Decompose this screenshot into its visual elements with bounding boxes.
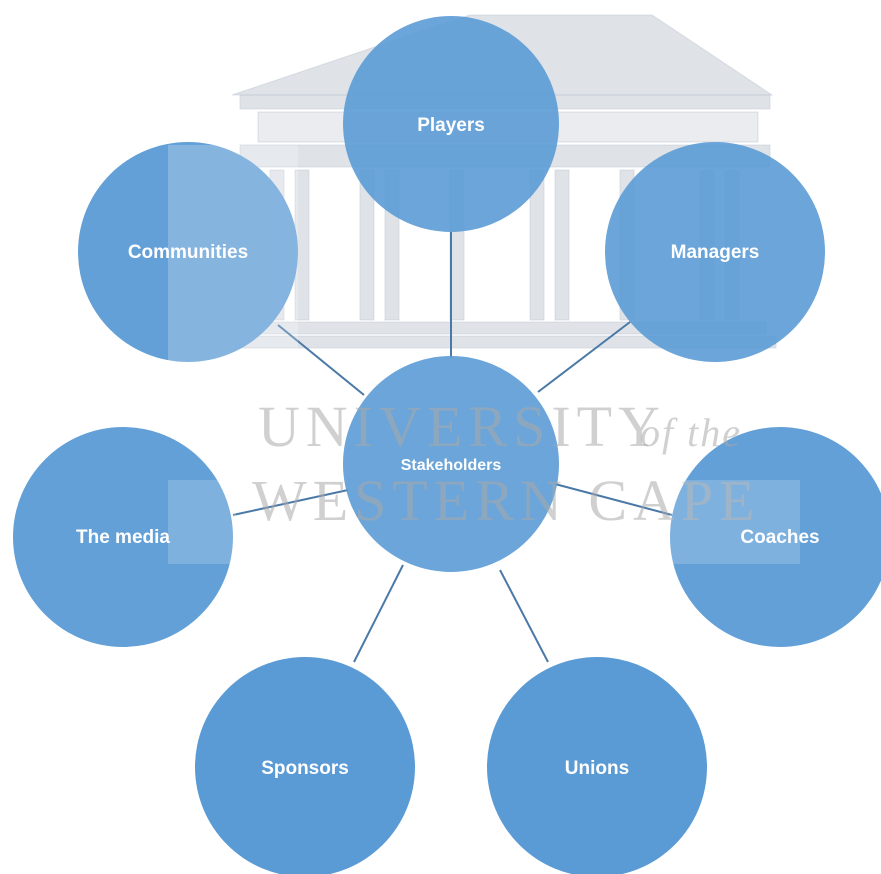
connector-sponsors xyxy=(353,564,404,663)
node-unions: Unions xyxy=(487,657,707,874)
watermark-overlay-panels xyxy=(168,145,800,564)
node-label-stakeholders: Stakeholders xyxy=(401,457,502,474)
watermark-line1-main: UNIVERSITY xyxy=(258,394,666,459)
node-label-the-media: The media xyxy=(76,527,170,548)
node-label-players: Players xyxy=(417,115,485,136)
node-communities: Communities xyxy=(78,142,298,362)
node-label-sponsors: Sponsors xyxy=(261,758,349,779)
node-the-media: The media xyxy=(13,427,233,647)
node-coaches: Coaches xyxy=(670,427,881,647)
connector-communities xyxy=(277,324,365,396)
connector-unions xyxy=(499,569,549,663)
node-label-communities: Communities xyxy=(128,242,248,263)
watermark-line2: WESTERN CAPE xyxy=(252,468,761,533)
connector-coaches xyxy=(554,483,673,516)
connector-the-media xyxy=(232,489,349,516)
node-label-unions: Unions xyxy=(565,758,629,779)
node-sponsors: Sponsors xyxy=(195,657,415,874)
watermark-text: UNIVERSITY of the WESTERN CAPE xyxy=(252,394,761,533)
connector-managers xyxy=(537,321,631,393)
node-label-managers: Managers xyxy=(671,242,760,263)
node-stakeholders: Stakeholders xyxy=(343,356,559,572)
connectors xyxy=(232,232,673,663)
node-label-coaches: Coaches xyxy=(740,527,819,548)
node-players: Players xyxy=(343,16,559,232)
node-managers: Managers xyxy=(605,142,825,362)
watermark-line1-tail: of the xyxy=(640,410,742,455)
